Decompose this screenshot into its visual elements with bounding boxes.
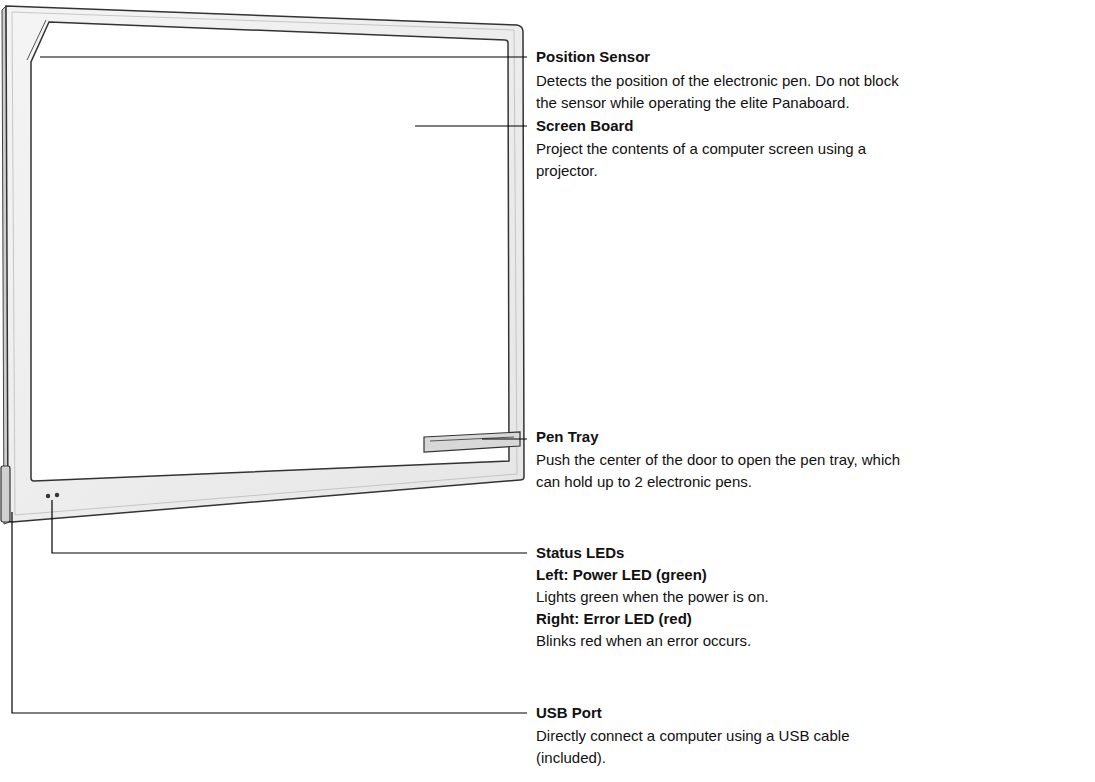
- part-description: Blinks red when an error occurs.: [536, 630, 1076, 652]
- part-name: USB Port: [536, 702, 1076, 724]
- part-name: Position Sensor: [536, 46, 1076, 68]
- led-name: Left: Power LED (green): [536, 564, 1076, 586]
- leader-line: [40, 56, 527, 57]
- leader-line: [482, 438, 527, 439]
- part-name: Status LEDs: [536, 542, 1076, 564]
- part-name: Screen Board: [536, 115, 1076, 137]
- part-description: Detects the position of the electronic p…: [536, 70, 921, 113]
- part-description: Project the contents of a computer scree…: [536, 138, 921, 181]
- part-name: Pen Tray: [536, 426, 1076, 448]
- part-description: Lights green when the power is on.: [536, 586, 1076, 608]
- usb-port: [1, 466, 10, 522]
- position-sensor: [27, 20, 46, 60]
- part-description: Directly connect a computer using a USB …: [536, 725, 921, 768]
- board-frame: [6, 6, 524, 522]
- error-led: [55, 493, 59, 497]
- leader-line: [415, 125, 527, 126]
- leader-line: [52, 500, 527, 553]
- screen-board: [31, 22, 509, 481]
- power-led: [46, 494, 50, 498]
- part-description: Push the center of the door to open the …: [536, 449, 928, 492]
- led-name: Right: Error LED (red): [536, 608, 1076, 630]
- pen-tray: [424, 432, 520, 452]
- leader-line: [12, 512, 527, 713]
